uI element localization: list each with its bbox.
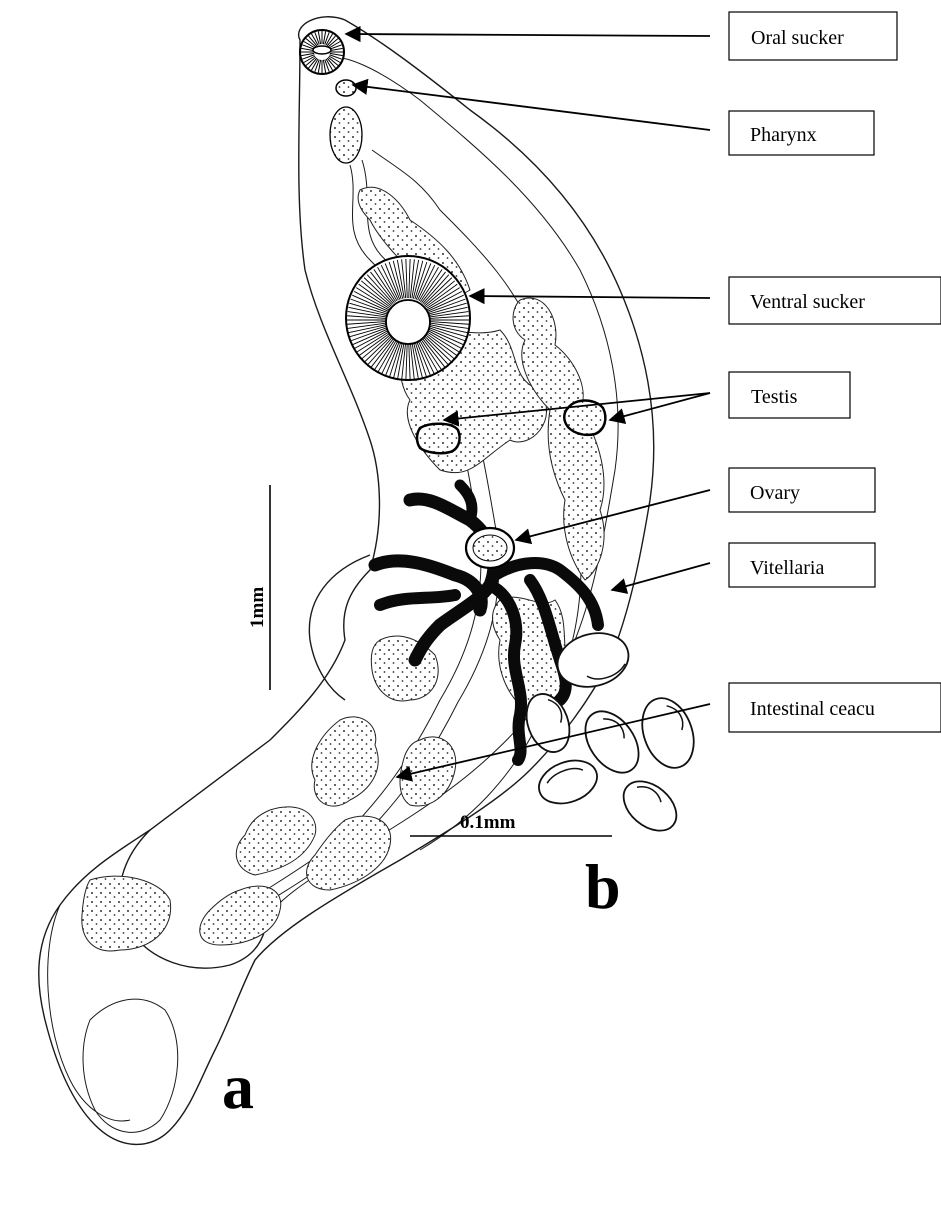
label-ventral-sucker-text: Ventral sucker	[750, 291, 865, 313]
egg	[614, 771, 686, 840]
pharynx	[336, 80, 356, 96]
leader-oral-sucker	[346, 34, 710, 36]
label-intestinal-ceacu: Intestinal ceacu	[729, 683, 941, 732]
vitellaria-right-4	[200, 886, 281, 945]
label-vitellaria: Vitellaria	[729, 543, 875, 587]
label-ventral-sucker: Ventral sucker	[729, 277, 941, 324]
ovary-inner	[473, 535, 507, 561]
panel-letter-b: b	[585, 851, 621, 922]
scale-bar-b: 0.1mm	[410, 812, 612, 836]
leader-testis-right	[610, 393, 710, 420]
vitellaria-right-3	[307, 816, 391, 890]
label-ovary-text: Ovary	[750, 482, 800, 504]
leader-pharynx	[353, 85, 710, 130]
egg	[633, 691, 703, 775]
scale-bar-a: 1mm	[247, 485, 270, 690]
organs	[82, 30, 606, 951]
label-oral-sucker: Oral sucker	[729, 12, 897, 60]
leader-ovary	[516, 490, 710, 540]
label-testis: Testis	[729, 372, 850, 418]
leader-vitellaria	[612, 563, 710, 590]
scale-bar-a-label: 1mm	[247, 587, 268, 628]
vitellaria-right-2	[400, 737, 456, 806]
worm-body	[39, 17, 654, 1145]
panel-letter-a: a	[222, 1051, 254, 1122]
testis-left	[417, 424, 460, 453]
leader-ventral-sucker	[470, 296, 710, 298]
label-intestinal-ceacu-text: Intestinal ceacu	[750, 698, 875, 720]
body-outline	[39, 17, 654, 1145]
scale-bar-b-label: 0.1mm	[460, 812, 516, 833]
tail-fold	[309, 555, 370, 700]
label-vitellaria-text: Vitellaria	[750, 557, 824, 579]
label-pharynx: Pharynx	[729, 111, 874, 155]
vitellaria-left-2	[312, 717, 378, 806]
label-testis-text: Testis	[751, 386, 798, 408]
esophagus-bulb	[330, 107, 362, 163]
oral-opening	[313, 46, 331, 54]
ventral-opening	[386, 300, 430, 344]
vitellaria-bottom	[82, 876, 171, 951]
label-oral-sucker-text: Oral sucker	[751, 27, 844, 49]
label-ovary: Ovary	[729, 468, 875, 512]
vitellaria-left-3	[236, 807, 315, 875]
label-pharynx-text: Pharynx	[750, 124, 817, 146]
egg	[533, 753, 603, 811]
